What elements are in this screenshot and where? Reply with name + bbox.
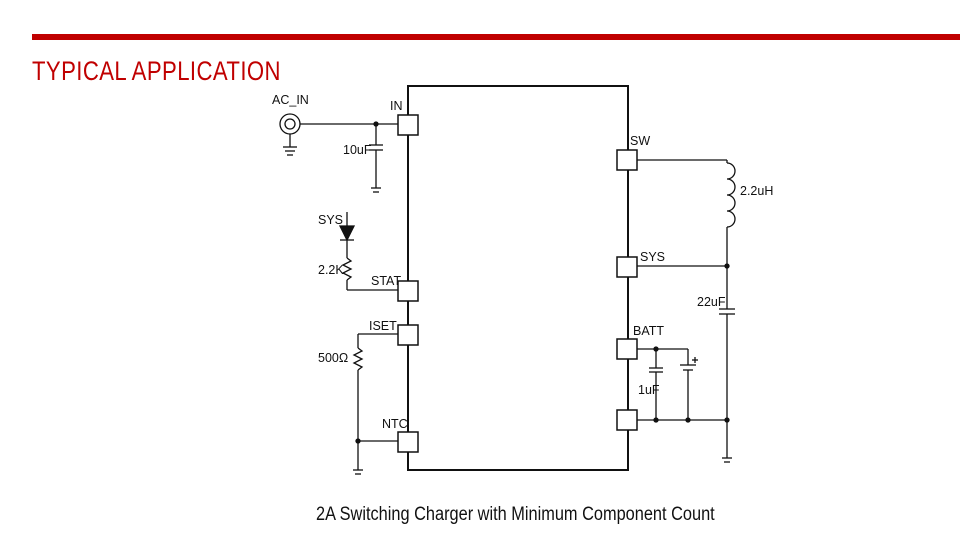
- label-pin-stat: STAT: [371, 274, 401, 288]
- pin-in: [397, 114, 419, 136]
- pin-sw: [616, 149, 638, 171]
- label-pin-sys: SYS: [640, 250, 665, 264]
- ic-body: [407, 85, 629, 471]
- header-bar: [32, 34, 960, 40]
- ac-input-connector: [279, 113, 398, 156]
- iset-ntc-branch: [352, 333, 398, 475]
- label-pin-batt: BATT: [633, 324, 664, 338]
- pin-gnd: [616, 409, 638, 431]
- label-pin-ntc: NTC: [382, 417, 408, 431]
- input-capacitor: [369, 121, 383, 193]
- label-sys-led: SYS: [318, 213, 343, 227]
- stat-led-branch: [338, 212, 398, 291]
- figure-caption: 2A Switching Charger with Minimum Compon…: [316, 504, 715, 525]
- battery-stage: [637, 346, 730, 423]
- label-inductor: 2.2uH: [740, 184, 773, 198]
- label-pin-in: IN: [390, 99, 403, 113]
- pin-stat: [397, 280, 419, 302]
- page-title: TYPICAL APPLICATION: [32, 56, 281, 86]
- pin-iset: [397, 324, 419, 346]
- label-res-iset: 500Ω: [318, 351, 348, 365]
- label-cap-sys: 22uF: [697, 295, 726, 309]
- pin-ntc: [397, 431, 419, 453]
- label-pin-sw: SW: [630, 134, 650, 148]
- label-ac-in: AC_IN: [272, 93, 309, 107]
- output-stage: [637, 159, 736, 463]
- label-cap-batt: 1uF: [638, 383, 660, 397]
- pin-sys: [616, 256, 638, 278]
- label-res-stat: 2.2K: [318, 263, 344, 277]
- pin-batt: [616, 338, 638, 360]
- label-cap-in: 10uF: [343, 143, 372, 157]
- label-pin-iset: ISET: [369, 319, 397, 333]
